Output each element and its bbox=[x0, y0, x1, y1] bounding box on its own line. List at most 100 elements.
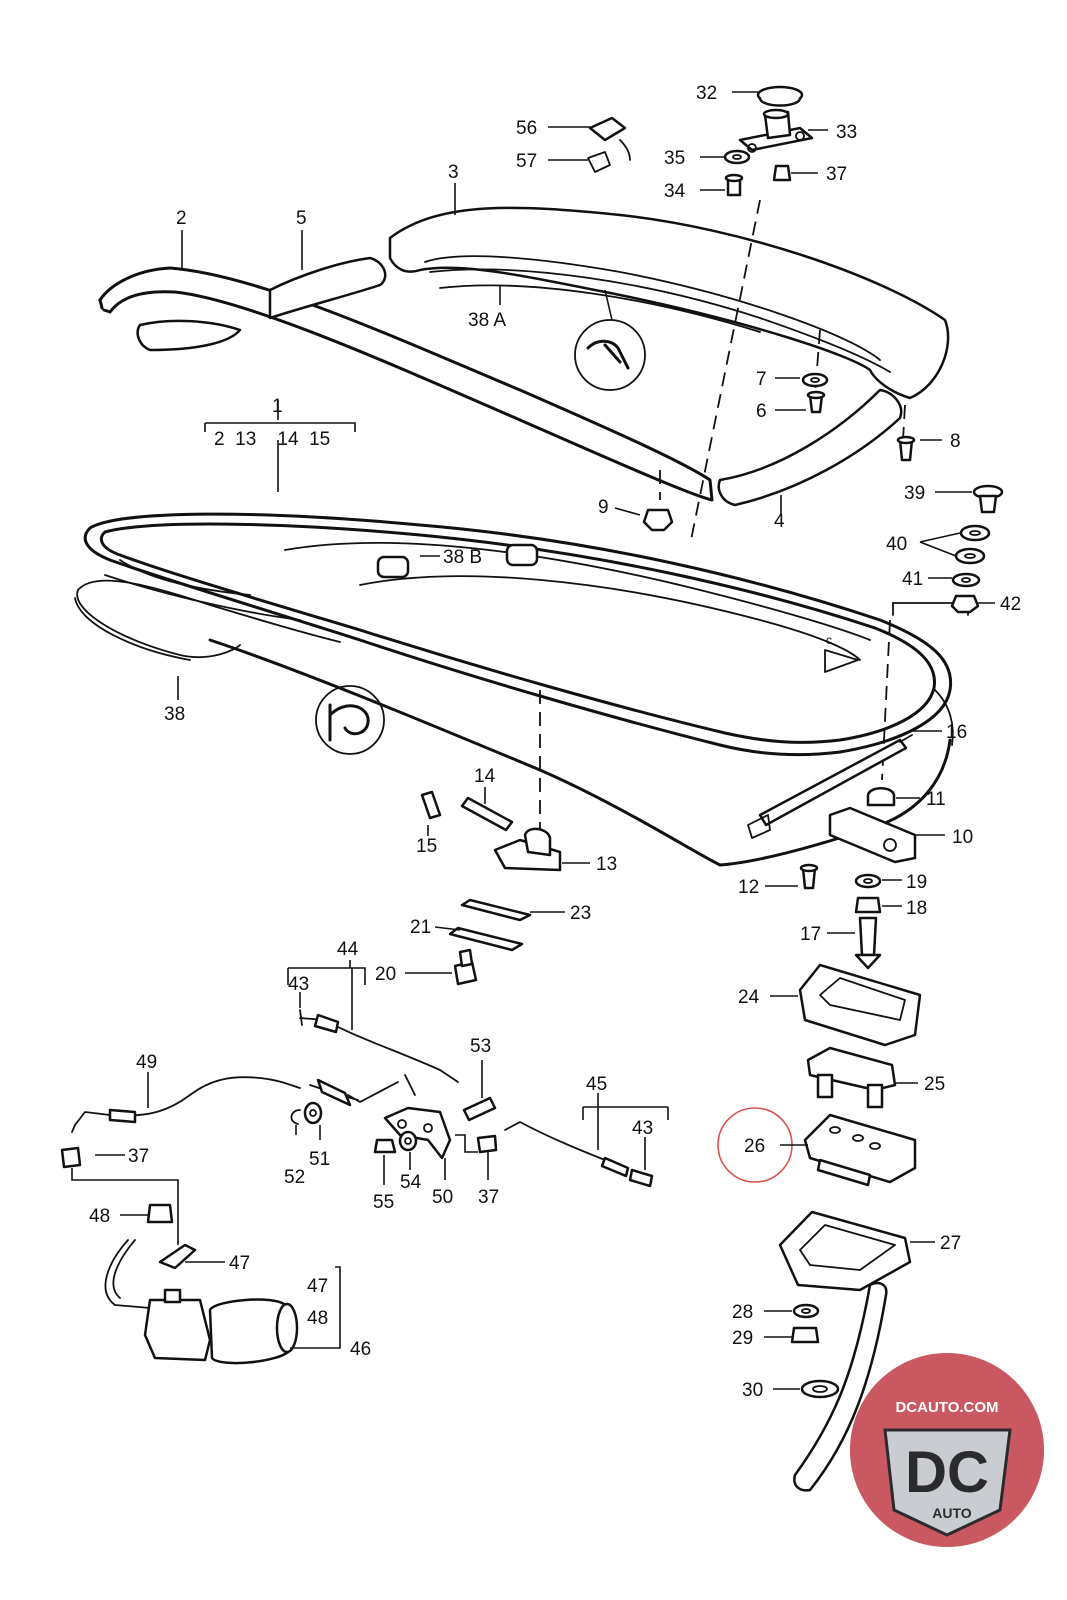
part-10-hinge bbox=[828, 806, 917, 864]
part-42-nut bbox=[950, 594, 980, 614]
part-14-pin bbox=[460, 796, 514, 832]
part-15-pin bbox=[420, 790, 442, 820]
part-11-bump-stop bbox=[866, 787, 896, 807]
part-41-washer bbox=[951, 572, 981, 588]
part-9-nut bbox=[642, 508, 674, 532]
label-7: 7 bbox=[756, 369, 767, 390]
label-16: 16 bbox=[946, 722, 967, 743]
label-46: 46 bbox=[350, 1339, 371, 1360]
part-18-nut bbox=[854, 896, 882, 914]
part-7-washer bbox=[801, 372, 829, 388]
part-labels: 32 33 35 37 34 56 57 3 2 5 38 A 7 6 8 4 … bbox=[89, 83, 1021, 1449]
label-45: 45 bbox=[586, 1074, 607, 1095]
part-40-washers bbox=[954, 524, 991, 565]
label-56: 56 bbox=[516, 118, 537, 139]
part-19-washer bbox=[854, 873, 882, 889]
label-53: 53 bbox=[470, 1036, 491, 1057]
label-21: 21 bbox=[410, 917, 431, 938]
label-38a: 38 A bbox=[468, 310, 506, 331]
label-9: 9 bbox=[598, 497, 609, 518]
label-38b: 38 B bbox=[443, 547, 482, 568]
part-52-clip bbox=[290, 1109, 301, 1125]
label-48-group: 48 bbox=[307, 1308, 328, 1329]
part-47-bracket bbox=[158, 1243, 197, 1270]
label-3: 3 bbox=[448, 162, 459, 183]
label-29: 29 bbox=[732, 1328, 753, 1349]
label-42: 42 bbox=[1000, 594, 1021, 615]
label-41: 41 bbox=[902, 569, 923, 590]
label-20: 20 bbox=[375, 964, 396, 985]
label-32: 32 bbox=[696, 83, 717, 104]
part-53-bolt bbox=[462, 1096, 497, 1122]
label-54: 54 bbox=[400, 1172, 422, 1193]
part-49-cable bbox=[71, 1076, 301, 1133]
part-54-washer bbox=[398, 1130, 418, 1152]
logo-site-text: DCAUTO.COM bbox=[895, 1399, 998, 1416]
part-45-rod bbox=[504, 1121, 654, 1188]
logo-shield-icon bbox=[883, 1428, 1012, 1537]
part-2-rubber-seal bbox=[98, 266, 714, 502]
part-55-nut bbox=[373, 1138, 397, 1154]
part-35-washer bbox=[723, 149, 751, 165]
label-11: 11 bbox=[926, 789, 946, 810]
part-24-latch-cover bbox=[798, 963, 922, 1047]
label-37-left: 37 bbox=[128, 1146, 149, 1167]
logo-auto-text: AUTO bbox=[932, 1505, 972, 1521]
part-21-gasket bbox=[448, 926, 524, 952]
leader-lines bbox=[71, 91, 995, 1438]
part-44-cable bbox=[299, 1009, 459, 1083]
logo-dc-text: DC bbox=[905, 1440, 989, 1505]
label-39: 39 bbox=[904, 483, 925, 504]
label-43-right: 43 bbox=[632, 1118, 653, 1139]
label-18: 18 bbox=[906, 898, 927, 919]
part-12-screw bbox=[799, 863, 819, 890]
part-17-bolt bbox=[854, 916, 882, 970]
part-6-screw bbox=[806, 390, 826, 414]
part-23-gasket bbox=[460, 898, 532, 922]
label-4: 4 bbox=[774, 511, 785, 532]
lid-lower-body bbox=[208, 638, 954, 867]
part-48-nut bbox=[146, 1203, 174, 1224]
label-17: 17 bbox=[800, 924, 821, 945]
label-30: 30 bbox=[742, 1380, 763, 1401]
label-26: 26 bbox=[744, 1136, 765, 1157]
label-38: 38 bbox=[164, 704, 185, 725]
label-57: 57 bbox=[516, 151, 537, 172]
label-55: 55 bbox=[373, 1192, 394, 1213]
label-40: 40 bbox=[886, 534, 907, 555]
part-39-knob bbox=[972, 484, 1004, 514]
part-20-bolt bbox=[453, 948, 478, 986]
label-6: 6 bbox=[756, 401, 767, 422]
label-35: 35 bbox=[664, 148, 685, 169]
part-46-motor bbox=[104, 1239, 299, 1365]
label-15: 15 bbox=[416, 836, 437, 857]
part-32-cap bbox=[756, 85, 804, 107]
label-12: 12 bbox=[738, 877, 759, 898]
label-47-group: 47 bbox=[307, 1276, 328, 1297]
label-1-components: 2 13 14 15 bbox=[214, 429, 330, 450]
label-44: 44 bbox=[337, 939, 359, 960]
part-26-latch bbox=[803, 1113, 917, 1187]
part-37-nut-center bbox=[476, 1134, 498, 1154]
label-51: 51 bbox=[309, 1149, 330, 1170]
label-24: 24 bbox=[738, 987, 760, 1008]
label-37-top: 37 bbox=[826, 164, 847, 185]
label-13: 13 bbox=[596, 854, 617, 875]
part-51-washer bbox=[303, 1101, 323, 1125]
part-56-clip bbox=[588, 116, 631, 161]
label-small-c: c bbox=[826, 633, 832, 647]
part-30-grommet bbox=[800, 1379, 840, 1399]
label-28: 28 bbox=[732, 1302, 753, 1323]
label-34: 34 bbox=[664, 181, 686, 202]
label-19: 19 bbox=[906, 872, 927, 893]
part-4-foam-piece bbox=[717, 388, 903, 507]
part-38-seal bbox=[74, 579, 341, 661]
section-detail-circle-top bbox=[574, 319, 646, 391]
part-16-gas-strut bbox=[747, 734, 913, 839]
part-38b-inserts bbox=[376, 543, 539, 579]
label-8: 8 bbox=[950, 431, 961, 452]
label-23: 23 bbox=[570, 903, 591, 924]
label-50: 50 bbox=[432, 1187, 453, 1208]
part-5-foam-piece bbox=[136, 256, 387, 352]
part-25-bracket bbox=[806, 1046, 897, 1109]
